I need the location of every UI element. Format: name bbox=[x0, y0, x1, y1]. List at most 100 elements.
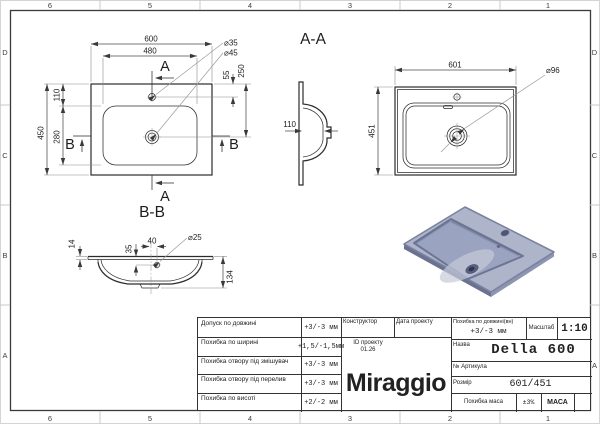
dim-label: ⌀25 bbox=[188, 233, 202, 242]
section-mark-a-top: A bbox=[151, 59, 174, 96]
grid-line bbox=[198, 374, 341, 375]
tolerance-value: +3/-3 мм bbox=[304, 361, 338, 369]
dim-label: 55 bbox=[222, 70, 231, 79]
dim-label: 14 bbox=[68, 239, 77, 248]
view-title-bb: B-B bbox=[139, 204, 165, 221]
frame-col-label: 2 bbox=[448, 414, 452, 423]
grid-line bbox=[526, 318, 527, 339]
view-section-bb: B-B 14 35 40 bbox=[68, 204, 235, 296]
dim-drain-250: 250 bbox=[158, 64, 251, 138]
dim-drain-offset-40: 40 bbox=[141, 237, 166, 261]
date-header: Дата проекту bbox=[396, 319, 433, 325]
view-top-600: 600 480 55 250 450 bbox=[37, 35, 251, 205]
section-label-a: A bbox=[160, 59, 170, 75]
sink-bowl bbox=[413, 218, 524, 280]
tolerance-label: Похибка отвору під змішувач bbox=[201, 358, 289, 365]
frame-row-label: D bbox=[2, 48, 8, 57]
tolerance-label: Похибка по висоті bbox=[201, 395, 256, 402]
dim-label: 450 bbox=[37, 126, 46, 140]
frame-row-label: C bbox=[592, 151, 598, 160]
dim-label: 110 bbox=[283, 120, 296, 129]
leader-faucet-d35: ⌀35 bbox=[148, 39, 238, 102]
article-label: № Артикула bbox=[453, 364, 487, 370]
dim-label: 600 bbox=[144, 35, 158, 44]
dim-label: 40 bbox=[148, 237, 157, 246]
frame-col-label: 3 bbox=[348, 414, 352, 423]
dim-total-height-134: 134 bbox=[161, 256, 235, 289]
dim-label: 35 bbox=[125, 244, 134, 253]
dim-label: 601 bbox=[448, 61, 462, 70]
grid-line bbox=[451, 361, 592, 362]
frame-col-label: 4 bbox=[248, 1, 252, 10]
grid-line bbox=[451, 339, 592, 340]
dim-inner-width-480: 480 bbox=[102, 47, 198, 104]
grid-line bbox=[451, 376, 592, 377]
mass-tolerance-label: Похибка маса bbox=[464, 399, 503, 406]
grid-line bbox=[198, 393, 341, 394]
dim-drain-depth-35: 35 bbox=[125, 244, 153, 276]
dim-label: ⌀96 bbox=[546, 66, 560, 75]
section-label-a: A bbox=[160, 189, 170, 205]
frame-col-label: 6 bbox=[48, 414, 52, 423]
section-mark-a-bottom: A bbox=[151, 175, 174, 205]
leader-overflow-ring-d96: ⌀96 bbox=[440, 66, 560, 153]
dim-inner-height-280: 280 bbox=[53, 106, 101, 166]
frame-row-label: A bbox=[592, 361, 597, 370]
drain-hole-inner-3d bbox=[468, 266, 475, 272]
dim-width-600: 600 bbox=[90, 35, 213, 82]
frame-row-label: A bbox=[2, 351, 7, 360]
faucet-hole-3d bbox=[500, 229, 510, 237]
dim-height-450: 450 bbox=[37, 83, 89, 176]
view-title-aa: A-A bbox=[300, 31, 327, 48]
dim-width-601: 601 bbox=[394, 61, 517, 85]
section-mark-b-left: B bbox=[65, 135, 91, 153]
overflow-hole-3d bbox=[496, 245, 501, 248]
frame-col-label: 1 bbox=[546, 1, 550, 10]
dim-height-451: 451 bbox=[368, 86, 393, 176]
section-label-b: B bbox=[65, 137, 75, 153]
frame-row-label: B bbox=[2, 251, 7, 260]
product-name: Della 600 bbox=[491, 342, 576, 358]
grid-line bbox=[341, 337, 451, 338]
grid-line bbox=[451, 318, 452, 412]
size-label: Розмір bbox=[453, 380, 472, 386]
section-label-b: B bbox=[229, 137, 239, 153]
frame-col-label: 4 bbox=[248, 414, 252, 423]
size-value: 601/451 bbox=[509, 379, 552, 390]
scale-value: 1:10 bbox=[561, 322, 588, 335]
tolerance-value: +2/-2 мм bbox=[304, 398, 338, 407]
grid-line bbox=[198, 337, 341, 338]
sink-edge-side bbox=[491, 252, 554, 297]
tolerance-value: +3/-3 мм bbox=[304, 323, 338, 332]
constructor-header: Конструктор bbox=[343, 319, 378, 325]
frame-col-label: 5 bbox=[148, 414, 152, 423]
dim-label: ⌀45 bbox=[224, 49, 238, 58]
name-label: Назва bbox=[453, 342, 470, 348]
dim-label: 480 bbox=[143, 47, 157, 56]
ruler-row-labels: D C B A D C B A bbox=[2, 48, 598, 370]
dim-label: 280 bbox=[53, 130, 62, 144]
tolerance-label: Похибка по ширині bbox=[201, 339, 259, 346]
grid-line bbox=[451, 393, 592, 394]
section-mark-b-right: B bbox=[212, 135, 239, 153]
dim-faucet-55: 55 bbox=[156, 70, 251, 107]
bowl-inner-shadow bbox=[450, 219, 520, 257]
grid-line bbox=[394, 318, 395, 337]
grid-line bbox=[516, 393, 517, 412]
tolerance-label: Похибка отвору під перелив bbox=[201, 376, 286, 383]
dim-label: ⌀35 bbox=[224, 39, 238, 48]
dim-label: 250 bbox=[237, 64, 246, 78]
leader-drain-d25: ⌀25 bbox=[152, 233, 202, 269]
grid-line bbox=[541, 393, 542, 412]
view-plan-601: 601 451 ⌀96 bbox=[368, 61, 560, 176]
project-id: ID проекту 01.26 bbox=[343, 340, 393, 354]
frame-col-label: 3 bbox=[348, 1, 352, 10]
dim-flange-14: 14 bbox=[68, 239, 87, 270]
bowl-highlight bbox=[439, 249, 495, 283]
mass-tolerance-value: ±3% bbox=[522, 399, 535, 406]
project-id-label: ID проекту bbox=[353, 340, 383, 346]
frame-row-label: C bbox=[2, 151, 8, 160]
length-tolerance-value: +3/-3 мм bbox=[470, 328, 507, 336]
